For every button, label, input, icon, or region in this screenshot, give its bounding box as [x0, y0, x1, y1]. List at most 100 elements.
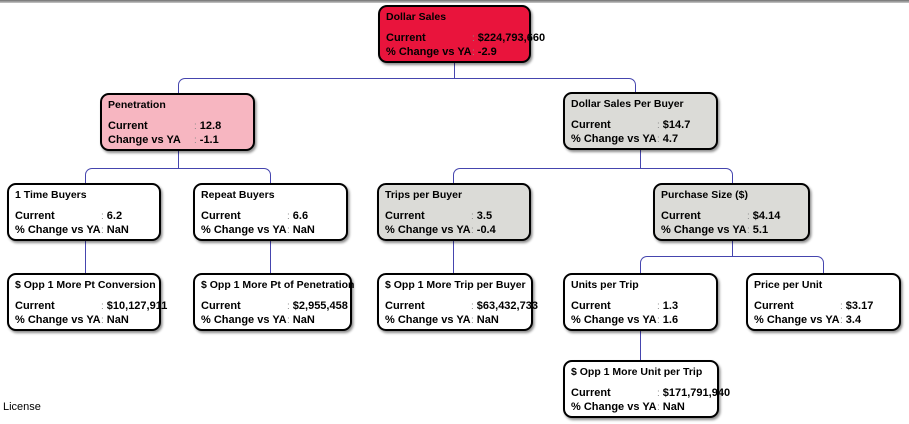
node-title: Penetration: [108, 99, 166, 111]
separator-colon: :: [101, 225, 104, 236]
metric-label: Current: [15, 210, 55, 222]
node-price-per-unit[interactable]: Price per Unit Current :$3.17 % Change v…: [746, 273, 901, 331]
metric-row: Current :12.8: [108, 119, 247, 133]
metric-value: 6.2: [106, 210, 123, 222]
metric-value: -2.9: [477, 46, 497, 58]
metric-value-group: :4.7: [657, 132, 678, 147]
connector-units-per-trip-to-opp: [640, 331, 641, 360]
metric-value-group: :NaN: [287, 313, 315, 328]
metric-row: % Change vs YA :4.7: [571, 132, 710, 146]
metric-value: 3.4: [845, 314, 862, 326]
separator-colon: :: [657, 134, 660, 145]
connector-trips-per-buyer-to-opp: [453, 241, 454, 273]
node-title: $ Opp 1 More Unit per Trip: [571, 366, 703, 378]
metric-value: 4.7: [662, 133, 679, 145]
metric-row: Current :6.6: [201, 209, 340, 223]
metric-label: % Change vs YA: [661, 224, 747, 236]
metric-row: Current :$2,955,458: [201, 299, 348, 313]
separator-colon: :: [657, 388, 660, 399]
node-opp-1-more-unit-per-trip[interactable]: $ Opp 1 More Unit per Trip Current :$171…: [563, 360, 730, 418]
separator-colon: :: [471, 315, 474, 326]
metric-label: % Change vs YA: [201, 224, 287, 236]
separator-colon: :: [471, 225, 474, 236]
node-dollar-sales[interactable]: Dollar Sales Current :$224,793,660 % Cha…: [378, 5, 545, 63]
separator-colon: :: [747, 225, 750, 236]
metric-row: % Change vs YA :NaN: [15, 223, 153, 237]
metric-label: % Change vs YA: [571, 401, 657, 413]
metric-value: 12.8: [199, 120, 222, 132]
metric-value: NaN: [292, 224, 315, 236]
node-title: $ Opp 1 More Pt of Penetration: [201, 279, 355, 291]
metric-value-group: :-1.1: [194, 133, 219, 148]
connector-bus-purchase-size-children: [640, 256, 824, 273]
metric-value: 6.6: [292, 210, 309, 222]
metric-label: Current: [201, 300, 241, 312]
metric-row: Change vs YA :-1.1: [108, 133, 247, 147]
separator-colon: :: [287, 211, 290, 222]
connector-bus-dspb-children: [453, 168, 733, 183]
node-title: Repeat Buyers: [201, 189, 275, 201]
metric-row: Current :6.2: [15, 209, 153, 223]
metric-value: 1.6: [662, 314, 679, 326]
separator-colon: :: [471, 301, 474, 312]
node-penetration[interactable]: Penetration Current :12.8 Change vs YA :…: [100, 93, 255, 151]
metric-label: % Change vs YA: [385, 314, 471, 326]
separator-colon: :: [840, 301, 843, 312]
metric-value-group: :1.3: [657, 299, 678, 314]
separator-colon: :: [472, 33, 475, 44]
metric-value-group: :6.6: [287, 209, 308, 224]
metric-row: Current :$171,791,940: [571, 386, 730, 400]
metric-value: NaN: [292, 314, 315, 326]
separator-colon: :: [194, 121, 197, 132]
metric-label: Current: [571, 300, 611, 312]
metric-row: Current :$3.17: [754, 299, 893, 313]
metric-value: $14.7: [662, 119, 691, 131]
metric-value: 1.3: [662, 300, 679, 312]
license-label: License: [3, 401, 41, 413]
metric-value: $10,127,911: [106, 300, 168, 312]
separator-colon: :: [840, 315, 843, 326]
separator-colon: :: [287, 315, 290, 326]
node-title: Trips per Buyer: [385, 189, 463, 201]
metric-value: NaN: [106, 314, 129, 326]
node-title: Purchase Size ($): [661, 189, 748, 201]
connector-stem-dollar-sales-per-buyer: [640, 150, 641, 168]
metric-value: $4.14: [752, 210, 781, 222]
node-purchase-size[interactable]: Purchase Size ($) Current :$4.14 % Chang…: [653, 183, 810, 241]
node-repeat-buyers[interactable]: Repeat Buyers Current :6.6 % Change vs Y…: [193, 183, 348, 241]
separator-colon: :: [747, 211, 750, 222]
metric-label: Current: [571, 119, 611, 131]
node-title: $ Opp 1 More Trip per Buyer: [385, 279, 526, 291]
metric-label: % Change vs YA: [571, 133, 657, 145]
metric-row: % Change vs YA :NaN: [201, 313, 344, 327]
metric-value-group: :$63,432,733: [471, 299, 538, 314]
metric-label: Current: [385, 210, 425, 222]
metric-value-group: :3.4: [840, 313, 861, 328]
metric-row: Current :$14.7: [571, 118, 710, 132]
metric-value-group: :5.1: [747, 223, 768, 238]
metric-value-group: :NaN: [101, 313, 129, 328]
metric-value: 5.1: [752, 224, 769, 236]
metric-label: Current: [385, 300, 425, 312]
node-trips-per-buyer[interactable]: Trips per Buyer Current :3.5 % Change vs…: [377, 183, 531, 241]
node-units-per-trip[interactable]: Units per Trip Current :1.3 % Change vs …: [563, 273, 718, 331]
node-opp-1-more-pt-conversion[interactable]: $ Opp 1 More Pt Conversion Current :$10,…: [7, 273, 167, 331]
metric-row: Current :$224,793,660: [386, 31, 545, 45]
metric-row: Current :$63,432,733: [385, 299, 538, 313]
node-dollar-sales-per-buyer[interactable]: Dollar Sales Per Buyer Current :$14.7 % …: [563, 92, 718, 150]
metric-value-group: :NaN: [471, 313, 499, 328]
node-title: Units per Trip: [571, 279, 639, 291]
node-one-time-buyers[interactable]: 1 Time Buyers Current :6.2 % Change vs Y…: [7, 183, 161, 241]
metric-value-group: :$2,955,458: [287, 299, 348, 314]
metric-row: % Change vs YA :NaN: [385, 313, 525, 327]
separator-colon: :: [287, 225, 290, 236]
separator-colon: :: [194, 135, 197, 146]
separator-colon: :: [657, 402, 660, 413]
metric-label: Current: [386, 32, 426, 44]
node-opp-1-more-trip-per-buyer[interactable]: $ Opp 1 More Trip per Buyer Current :$63…: [377, 273, 538, 331]
metric-label: Current: [15, 300, 55, 312]
connector-stem-dollar-sales: [454, 63, 455, 78]
node-opp-1-more-pt-of-penetration[interactable]: $ Opp 1 More Pt of Penetration Current :…: [193, 273, 355, 331]
metric-value-group: :$171,791,940: [657, 386, 730, 401]
separator-colon: :: [472, 47, 475, 58]
